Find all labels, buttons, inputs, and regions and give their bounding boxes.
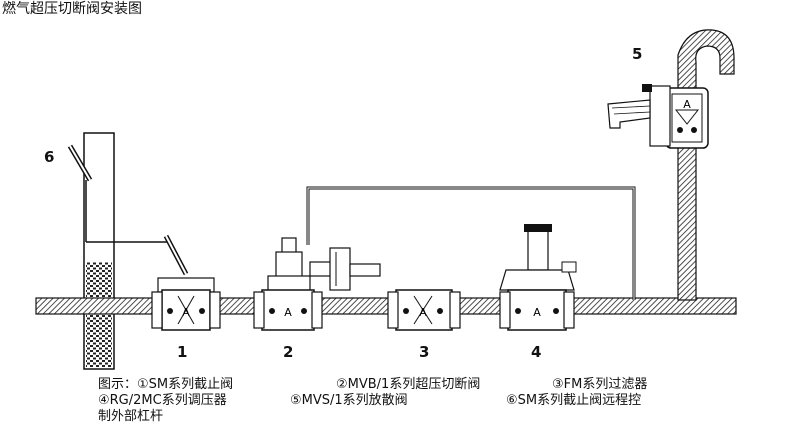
legend-item-6: ⑥SM系列截止阀远程控 — [506, 393, 642, 408]
label-1: 1 — [177, 343, 188, 361]
right-riser-pipe — [677, 29, 735, 301]
regulator-4-letter: A — [533, 306, 541, 319]
legend-item-3: ③FM系列过滤器 — [552, 377, 648, 392]
legend-item-6-cont: 制外部杠杆 — [98, 409, 164, 424]
relief-valve-5-letter: A — [683, 98, 691, 111]
valve-2-letter: A — [284, 306, 292, 319]
legend-item-5: ⑤MVS/1系列放散阀 — [290, 393, 408, 408]
remote-lever-6 — [67, 144, 189, 276]
filter-3-letter: A — [419, 306, 427, 319]
diagram-title: 燃气超压切断阀安装图 — [2, 1, 142, 17]
relief-valve-5 — [607, 84, 709, 149]
valve-2 — [253, 237, 381, 331]
legend-item-1: 图示：①SM系列截止阀 — [98, 377, 234, 392]
filter-3 — [387, 289, 461, 331]
legend-item-2: ②MVB/1系列超压切断阀 — [336, 377, 481, 392]
legend-item-4: ④RG/2MC系列调压器 — [98, 393, 227, 408]
label-6: 6 — [44, 148, 55, 166]
label-5: 5 — [632, 45, 643, 63]
sensing-line — [306, 186, 636, 300]
valve-1-letter: A — [182, 306, 190, 319]
regulator-4 — [499, 224, 577, 331]
label-3: 3 — [419, 343, 430, 361]
main-pipeline — [35, 297, 737, 315]
label-2: 2 — [283, 343, 294, 361]
label-4: 4 — [531, 343, 542, 361]
vertical-pipe-left — [83, 132, 115, 370]
valve-1 — [151, 277, 221, 331]
